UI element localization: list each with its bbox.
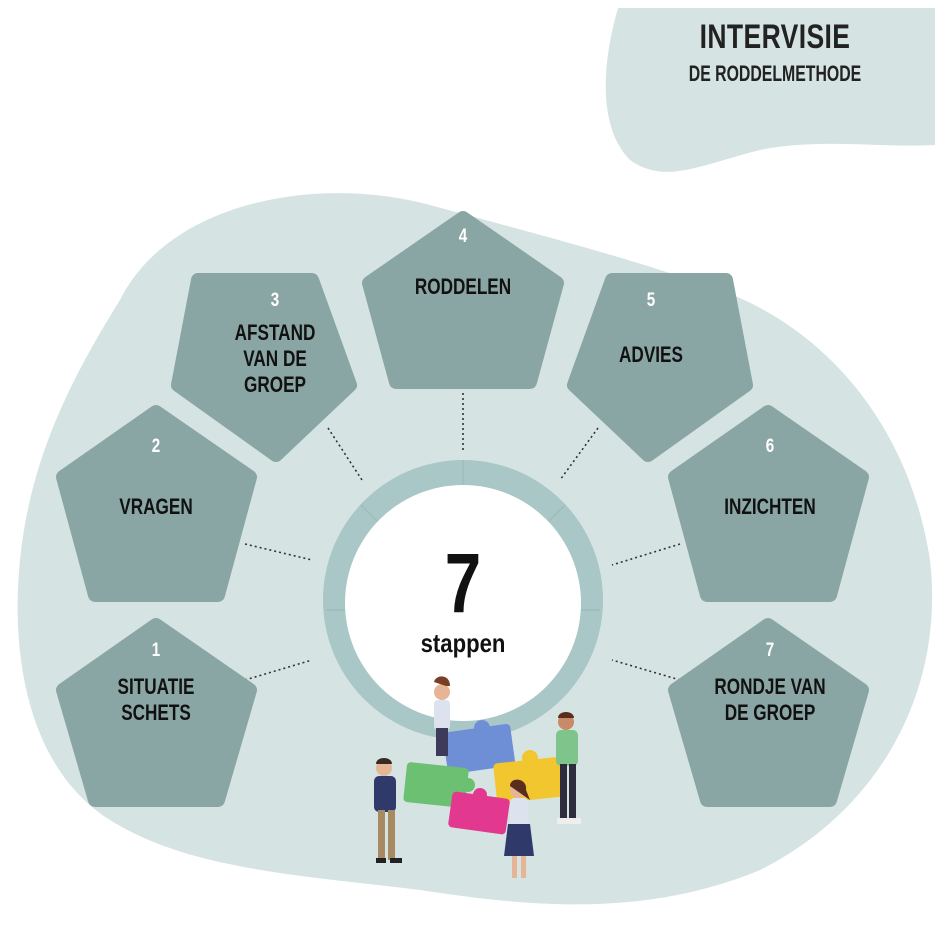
step-1-pentagon bbox=[56, 618, 257, 807]
step-1-number: 1 bbox=[151, 640, 161, 661]
step-4: 4 RODDELEN bbox=[363, 226, 563, 300]
connector-6 bbox=[611, 543, 681, 566]
step-7-label: RONDJE VAN DE GROEP bbox=[714, 674, 826, 725]
step-2: 2 VRAGEN bbox=[56, 436, 256, 520]
center-disc bbox=[345, 485, 581, 721]
connector-7 bbox=[611, 659, 681, 681]
connector-1 bbox=[244, 659, 313, 681]
step-2-label: VRAGEN bbox=[119, 494, 193, 519]
step-5-number: 5 bbox=[646, 290, 656, 311]
step-6-label: INZICHTEN bbox=[724, 494, 816, 519]
step-pentagons bbox=[56, 211, 869, 807]
step-5-pentagon bbox=[567, 273, 753, 462]
center-label: stappen bbox=[420, 628, 506, 658]
step-3-label: AFSTAND VAN DE GROEP bbox=[234, 320, 316, 397]
title-block: INTERVISIE DE RODDELMETHODE bbox=[640, 18, 910, 87]
connector-2 bbox=[244, 543, 313, 561]
step-1-label: SITUATIE SCHETS bbox=[117, 674, 195, 725]
page-title: INTERVISIE bbox=[699, 18, 851, 56]
step-3: 3 AFSTAND VAN DE GROEP bbox=[175, 290, 375, 398]
step-7-pentagon bbox=[668, 618, 869, 807]
step-5: 5 ADVIES bbox=[551, 290, 751, 368]
step-4-pentagon bbox=[362, 211, 564, 389]
puzzle-team-illustration bbox=[374, 676, 581, 878]
step-7-number: 7 bbox=[765, 640, 775, 661]
step-4-label: RODDELEN bbox=[414, 274, 512, 299]
step-5-label: ADVIES bbox=[619, 342, 683, 367]
step-2-pentagon bbox=[56, 405, 257, 602]
step-1: 1 SITUATIE SCHETS bbox=[56, 640, 256, 726]
step-6-pentagon bbox=[668, 405, 869, 602]
step-6: 6 INZICHTEN bbox=[670, 436, 870, 520]
connectors bbox=[244, 393, 681, 681]
connector-3 bbox=[327, 427, 363, 481]
title-blob bbox=[605, 8, 935, 172]
page-subtitle: DE RODDELMETHODE bbox=[688, 61, 862, 86]
step-4-number: 4 bbox=[458, 226, 468, 247]
step-6-number: 6 bbox=[765, 436, 775, 457]
step-2-number: 2 bbox=[151, 436, 161, 457]
step-3-pentagon bbox=[171, 273, 357, 462]
step-3-number: 3 bbox=[270, 290, 280, 311]
step-7: 7 RONDJE VAN DE GROEP bbox=[670, 640, 870, 726]
connector-5 bbox=[559, 427, 599, 481]
center-number: 7 bbox=[444, 536, 482, 630]
